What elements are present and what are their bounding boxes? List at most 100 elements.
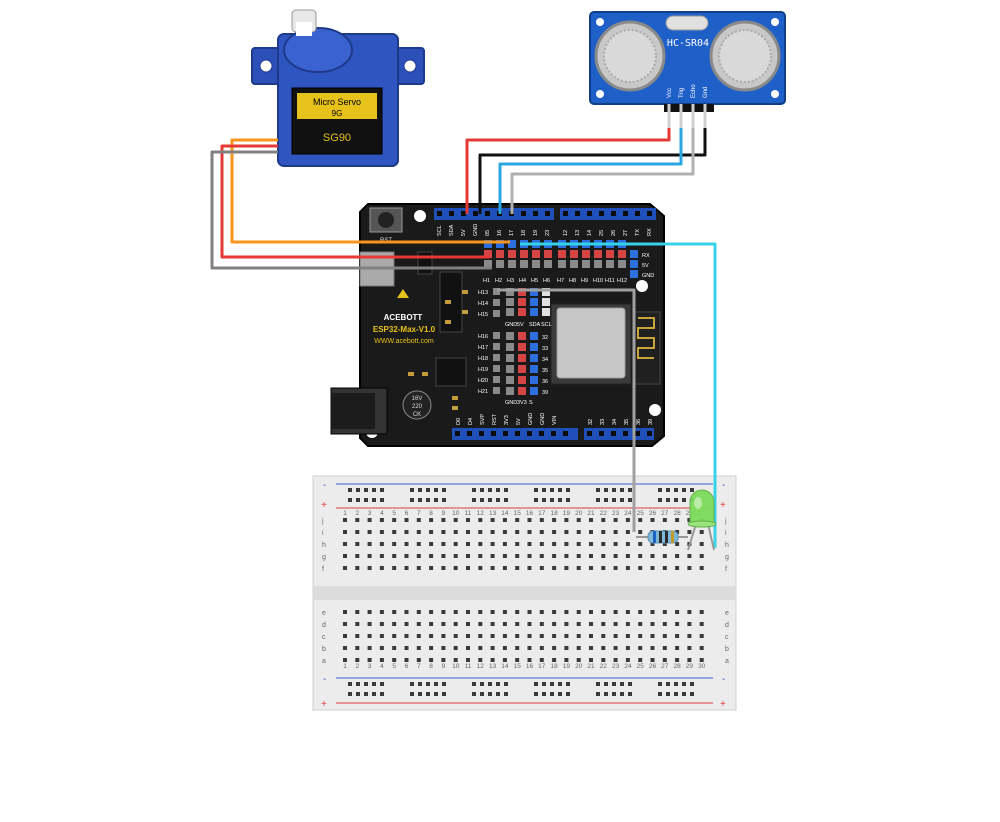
- bb-hole: [453, 542, 458, 546]
- bb-col-top: 2: [355, 510, 359, 517]
- bb-col-top: 11: [465, 510, 472, 517]
- bb-hole: [379, 658, 384, 662]
- bottom-pin-label: 34: [612, 419, 618, 425]
- bb-col-bottom: 25: [637, 663, 645, 670]
- rail-hole: [550, 488, 554, 492]
- bb-hole: [675, 658, 680, 662]
- wires: [210, 128, 717, 548]
- bb-hole: [490, 622, 495, 626]
- bb-hole: [699, 554, 704, 558]
- bb-row-top-left: f: [322, 566, 324, 573]
- header-pin: [467, 431, 472, 436]
- side-col-label: GND: [505, 400, 517, 406]
- bb-hole: [502, 646, 507, 650]
- rail-hole: [380, 682, 384, 686]
- i2c-pin: [506, 308, 514, 316]
- header-pin: [455, 431, 460, 436]
- bb-hole: [453, 634, 458, 638]
- bb-col-bottom: 23: [612, 663, 620, 670]
- bb-hole: [466, 658, 470, 662]
- rail-hole: [380, 488, 384, 492]
- header-pin: [515, 431, 520, 436]
- bb-hole: [613, 622, 618, 626]
- i2c-label: GND: [505, 322, 517, 328]
- bb-hole: [453, 622, 458, 626]
- bb-hole: [564, 658, 569, 662]
- h-left-label: H18: [478, 356, 488, 362]
- rail-plus-top-left: +: [321, 500, 327, 511]
- bb-hole: [539, 518, 544, 522]
- header-pin: [623, 211, 628, 216]
- rail-hole: [620, 682, 624, 686]
- rail-hole: [496, 682, 500, 686]
- servo-signal-wire: [230, 138, 510, 244]
- header-pin: [461, 211, 466, 216]
- bb-col-bottom: 16: [526, 663, 534, 670]
- bb-col-top: 8: [429, 510, 433, 517]
- bb-col-top: 20: [575, 510, 583, 517]
- ultrasonic-sensor: HC-SR04 Vcc Trig Echo Gnd: [589, 11, 786, 128]
- i2c-label: 5V: [517, 322, 524, 328]
- h-pin: [493, 288, 500, 295]
- bb-hole: [502, 518, 507, 522]
- bb-hole: [429, 554, 434, 558]
- header-pin: [479, 431, 484, 436]
- bb-hole: [601, 518, 606, 522]
- bb-hole: [552, 530, 557, 534]
- bb-hole: [490, 542, 495, 546]
- sensor-trig-wire: [478, 128, 707, 214]
- rail-hole: [674, 488, 678, 492]
- bb-hole: [613, 518, 618, 522]
- rail-hole: [534, 682, 538, 686]
- bottom-pin-label: D4: [468, 418, 474, 425]
- bb-hole: [675, 634, 680, 638]
- bb-hole: [490, 646, 495, 650]
- rail-hole: [434, 692, 438, 696]
- bb-hole: [453, 518, 458, 522]
- rail-hole: [488, 692, 492, 696]
- rail-hole: [604, 488, 608, 492]
- bb-hole: [453, 658, 458, 662]
- header-pin: [533, 211, 538, 216]
- bb-hole: [552, 518, 557, 522]
- side-pin: [518, 365, 526, 373]
- header-pin: [563, 431, 568, 436]
- bb-row-bottom-right: e: [725, 610, 729, 617]
- rail-hole: [628, 692, 632, 696]
- bb-hole: [675, 610, 680, 614]
- bb-hole: [576, 518, 581, 522]
- bb-hole: [625, 658, 630, 662]
- bb-hole: [343, 518, 347, 522]
- rail-hole: [372, 682, 376, 686]
- bb-col-top: 7: [417, 510, 421, 517]
- io-pin: [606, 250, 614, 258]
- io-pin: [532, 250, 540, 258]
- rail-hole: [612, 682, 616, 686]
- bb-hole: [478, 542, 483, 546]
- green-led: [687, 489, 717, 551]
- bb-hole: [502, 658, 507, 662]
- bb-col-top: 23: [612, 510, 620, 517]
- rail-hole: [542, 692, 546, 696]
- rail-hole: [472, 498, 476, 502]
- top-header-right: [560, 208, 656, 220]
- bb-hole: [392, 518, 397, 522]
- rail-hole: [550, 682, 554, 686]
- rail-hole: [380, 498, 384, 502]
- bb-hole: [466, 566, 470, 570]
- bb-col-bottom: 21: [587, 663, 595, 670]
- io-pin: [558, 260, 566, 268]
- top-pin-label: 17: [509, 230, 515, 236]
- rail-hole: [364, 498, 368, 502]
- io-pin: [484, 240, 492, 248]
- bb-hole: [379, 610, 384, 614]
- rail-hole: [434, 682, 438, 686]
- bb-col-top: 18: [550, 510, 558, 517]
- side-pin: [518, 343, 526, 351]
- breadboard: - + - + - + - + 112233445566778899101011…: [312, 475, 737, 711]
- bb-col-bottom: 1: [343, 663, 347, 670]
- h-top-label: H8: [569, 278, 576, 284]
- bb-col-bottom: 24: [624, 663, 632, 670]
